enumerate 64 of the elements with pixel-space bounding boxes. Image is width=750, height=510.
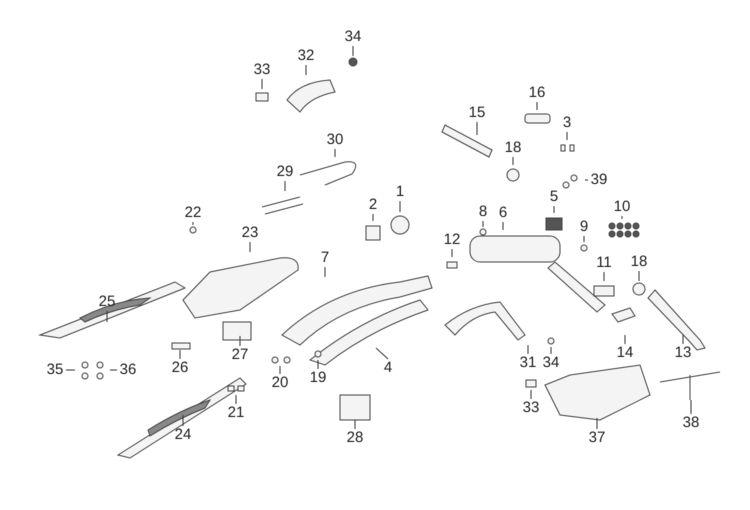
callout-number: 5 [543, 189, 565, 205]
callout-number: 28 [344, 430, 366, 446]
callout-number: 20 [269, 375, 291, 391]
callout-number: 22 [182, 205, 204, 221]
leader-line [192, 222, 194, 226]
callout-number: 23 [239, 225, 261, 241]
callout-number: 21 [225, 405, 247, 421]
callout-number: 39 [588, 172, 610, 188]
callout-number: 32 [295, 48, 317, 64]
callout-number: 38 [680, 415, 702, 431]
leader-line [596, 418, 598, 430]
callout-number: 33 [520, 400, 542, 416]
callout-number: 15 [466, 105, 488, 121]
callout-number: 33 [251, 62, 273, 78]
callout-number: 12 [441, 232, 463, 248]
leader-line [352, 46, 354, 56]
callout-number: 13 [672, 345, 694, 361]
callout-number: 27 [229, 347, 251, 363]
callout-number: 6 [492, 205, 514, 221]
leader-line [324, 266, 326, 278]
leader-line [638, 270, 640, 282]
callout-number: 1 [389, 184, 411, 200]
leader-line [536, 102, 538, 110]
leader-line [334, 148, 336, 158]
leader-line [690, 400, 692, 414]
callout-number: 14 [614, 345, 636, 361]
leader-line [376, 348, 388, 360]
callout-number: 16 [526, 85, 548, 101]
leader-line [530, 390, 532, 400]
leader-line [106, 310, 108, 322]
callout-number: 8 [472, 204, 494, 220]
leader-line [566, 132, 568, 140]
leader-line [182, 414, 184, 426]
leader-line [482, 220, 484, 228]
callout-number: 10 [611, 199, 633, 215]
callout-number: 18 [628, 254, 650, 270]
leader-line [512, 156, 514, 166]
callout-number: 4 [377, 360, 399, 376]
callout-number: 31 [517, 355, 539, 371]
leader-line [476, 122, 478, 136]
callout-number: 24 [172, 427, 194, 443]
leader-line [682, 334, 684, 344]
callout-number: 3 [556, 115, 578, 131]
leader-line [372, 214, 374, 222]
leader-line [550, 346, 552, 354]
callout-number: 11 [593, 255, 615, 271]
leader-line [624, 334, 626, 344]
callout-number: 35 [44, 362, 66, 378]
callout-number: 18 [502, 140, 524, 156]
callout-number: 37 [586, 430, 608, 446]
callout-number: 34 [540, 355, 562, 371]
callout-number: 36 [117, 362, 139, 378]
callout-number: 19 [307, 370, 329, 386]
callout-number: 2 [362, 197, 384, 213]
leader-line [502, 222, 504, 230]
callout-number: 9 [573, 219, 595, 235]
leader-line [284, 180, 286, 192]
leader-line [354, 420, 356, 430]
callout-number: 7 [314, 250, 336, 266]
callout-number: 34 [342, 29, 364, 45]
callout-number: 25 [96, 294, 118, 310]
callout-number: 30 [324, 132, 346, 148]
callout-number: 29 [274, 164, 296, 180]
callout-number: 26 [169, 360, 191, 376]
